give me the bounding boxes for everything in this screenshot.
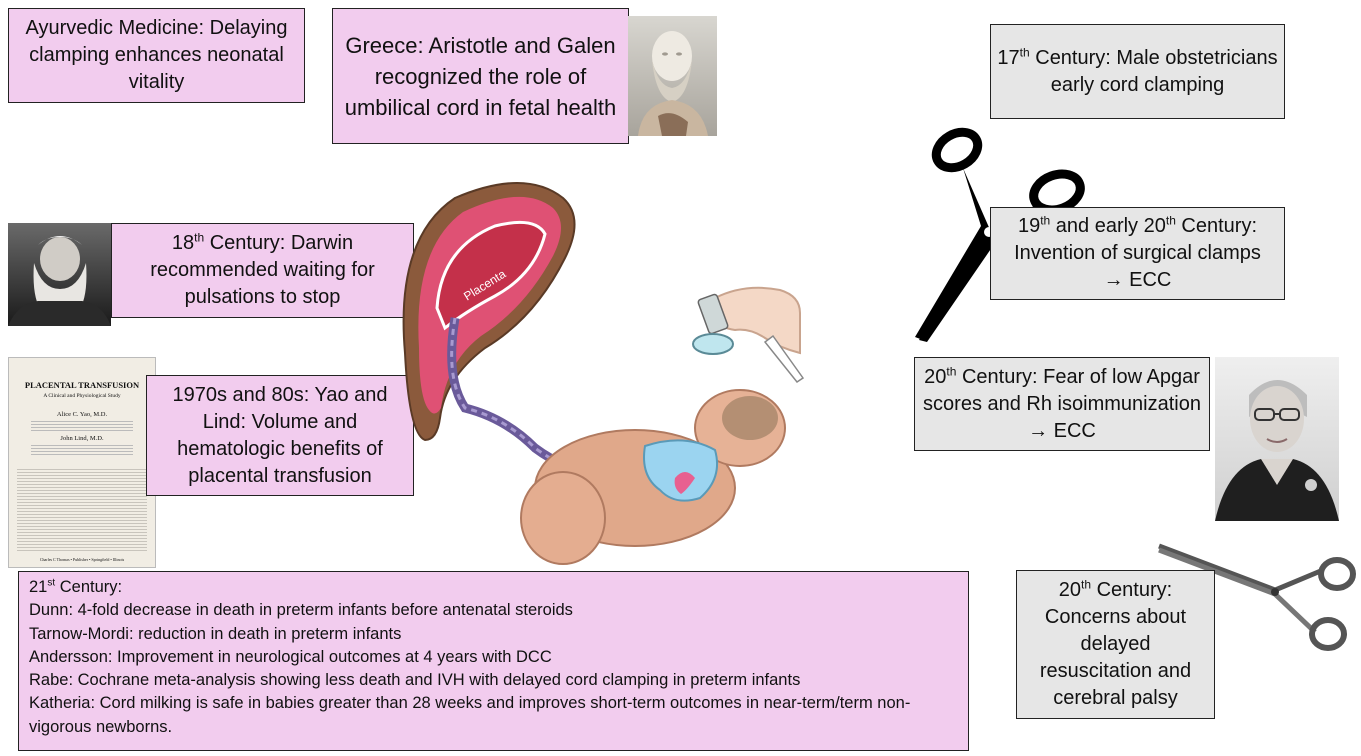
resuscitation-mask-icon — [692, 293, 734, 355]
book-cover-photo: PLACENTAL TRANSFUSION A Clinical and Phy… — [8, 357, 156, 568]
darwin-portrait-icon — [8, 236, 111, 326]
century-18-ordinal: 18 — [171, 232, 195, 254]
century-21-item: Tarnow-Mordi: reduction in death in pret… — [29, 624, 402, 643]
century-20-resuscitation-ordinal: 20 — [1058, 579, 1082, 601]
baby-lungs — [643, 439, 719, 502]
century-21-suffix: st — [47, 577, 56, 589]
baby-legs — [520, 471, 606, 565]
scissors-icon — [915, 127, 1085, 342]
century-20-resuscitation-suffix: th — [1081, 577, 1092, 592]
century-17-suffix: th — [1019, 44, 1030, 59]
century-21-item: Dunn: 4-fold decrease in death in preter… — [29, 601, 573, 620]
century-21-heading-text: Century: — [55, 578, 123, 596]
century-20-apgar-box: 20th Century: Fear of low Apgar scores a… — [914, 357, 1210, 451]
century-20-apgar-text: Century: Fear of low Apgar scores and Rh… — [923, 365, 1201, 442]
century-17-text: Century: Male obstetricians early cord c… — [1029, 46, 1278, 96]
century-21-box: 21st Century: Dunn: 4-fold decrease in d… — [18, 571, 969, 751]
century-18-text: Century: Darwin recommended waiting for … — [150, 232, 375, 308]
book-author-2-details — [31, 445, 133, 455]
yao-lind-text: 1970s and 80s: Yao and Lind: Volume and … — [172, 383, 388, 487]
hemostat-clamp-icon — [1158, 543, 1356, 651]
century-18-suffix: th — [194, 230, 205, 245]
century-17-ordinal: 17 — [997, 46, 1020, 69]
book-author-2: John Lind, M.D. — [60, 435, 104, 442]
book-subtitle: A Clinical and Physiological Study — [43, 393, 121, 399]
century-20-resuscitation-box: 20th Century: Concerns about delayed res… — [1016, 570, 1215, 719]
aristotle-bust-icon — [638, 31, 708, 136]
book-author-1-details — [31, 421, 133, 431]
century-21-ordinal: 21 — [29, 578, 48, 596]
century-19-text: Century: Invention of surgical clamps — [1014, 215, 1261, 264]
century-21-item: Andersson: Improvement in neurological o… — [29, 647, 552, 666]
apgar-portrait-photo — [1215, 357, 1339, 521]
century-19-suffix-a: th — [1040, 213, 1051, 228]
placenta-shape — [435, 220, 547, 331]
birth-illustration: Placenta — [402, 182, 805, 565]
greece-box: Greece: Aristotle and Galen recognized t… — [332, 8, 629, 144]
greece-text: Greece: Aristotle and Galen recognized t… — [344, 32, 617, 120]
book-title: PLACENTAL TRANSFUSION — [24, 380, 140, 390]
century-20-apgar-ordinal: 20 — [924, 365, 947, 388]
resuscitation-hand — [714, 286, 801, 355]
book-author-1: Alice C. Yao, M.D. — [56, 411, 108, 418]
century-19-box: 19th and early 20th Century: Invention o… — [990, 207, 1285, 300]
century-18-box: 18th Century: Darwin recommended waiting… — [111, 223, 414, 318]
book-body-text — [17, 469, 147, 553]
yao-lind-box: 1970s and 80s: Yao and Lind: Volume and … — [146, 375, 414, 496]
baby-brain — [722, 396, 778, 440]
century-19-line2: → ECC — [1103, 269, 1172, 291]
century-19-suffix-b: th — [1165, 213, 1176, 228]
apgar-portrait-icon — [1215, 380, 1339, 521]
ayurvedic-text: Ayurvedic Medicine: Delaying clamping en… — [25, 17, 288, 93]
century-20-resuscitation-text: Century: Concerns about delayed resuscit… — [1039, 579, 1192, 709]
century-19-ordinal-a: 19 — [1017, 215, 1041, 237]
book-publisher: Charles C Thomas • Publisher • Springfie… — [39, 557, 125, 562]
ayurvedic-box: Ayurvedic Medicine: Delaying clamping en… — [8, 8, 305, 103]
aristotle-bust-photo — [628, 16, 717, 136]
century-21-item: Katheria: Cord milking is safe in babies… — [29, 694, 911, 736]
century-21-heading: 21st Century: — [29, 576, 958, 599]
century-17-box: 17th Century: Male obstetricians early c… — [990, 24, 1285, 119]
century-21-item: Rabe: Cochrane meta-analysis showing les… — [29, 671, 801, 690]
darwin-portrait-photo — [8, 223, 111, 326]
baby-heart — [674, 472, 695, 494]
century-20-apgar-suffix: th — [946, 363, 957, 378]
century-19-mid: and early 20 — [1050, 215, 1166, 237]
